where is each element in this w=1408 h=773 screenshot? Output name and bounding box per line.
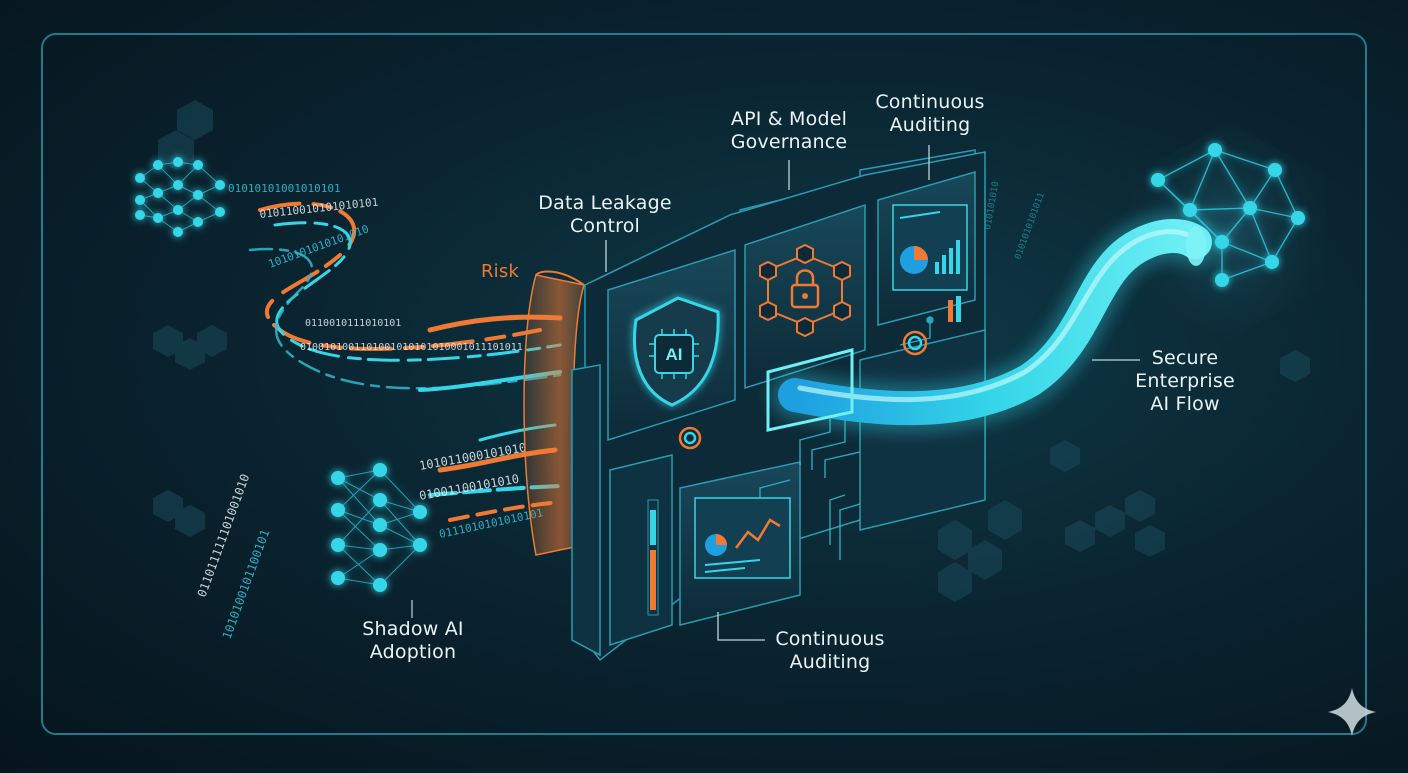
background-hexagons xyxy=(153,100,1310,602)
continuous-auditing-top-line2: Auditing xyxy=(889,114,971,136)
api-governance-label: API & Model Governance xyxy=(714,108,864,154)
level-bars xyxy=(647,296,961,616)
shadow-ai-label-line1: Shadow AI xyxy=(362,618,464,640)
shield-ai-icon: AI xyxy=(633,296,720,407)
continuous-auditing-bottom-label: Continuous Auditing xyxy=(758,628,902,674)
neural-network-icon xyxy=(331,463,427,592)
neural-network-icon xyxy=(135,157,225,237)
lock-network-icon xyxy=(759,243,851,338)
api-governance-label-line2: Governance xyxy=(730,131,848,153)
api-governance-label-line1: API & Model xyxy=(730,108,848,130)
continuous-auditing-top-label: Continuous Auditing xyxy=(858,91,1002,137)
svg-text:101011000101010: 101011000101010 xyxy=(418,440,527,473)
continuous-auditing-bottom-line1: Continuous xyxy=(775,628,885,650)
secure-flow-tube xyxy=(766,212,1219,433)
neural-network-icon xyxy=(1151,143,1305,287)
data-leakage-label: Data Leakage Control xyxy=(530,192,680,238)
sparkle-icon xyxy=(1328,688,1376,736)
gauge-icons xyxy=(678,330,928,450)
svg-text:1010101010101010: 1010101010101010 xyxy=(267,222,371,270)
secure-flow-label: Secure Enterprise AI Flow xyxy=(1130,347,1240,416)
svg-text:AI: AI xyxy=(666,345,683,364)
shadow-ai-label: Shadow AI Adoption xyxy=(350,618,476,664)
outer-frame xyxy=(41,33,1367,735)
svg-text:01010101001010101: 01010101001010101 xyxy=(228,182,341,195)
shadow-ai-label-line2: Adoption xyxy=(369,641,457,663)
continuous-auditing-top-line1: Continuous xyxy=(875,91,985,113)
data-leakage-label-line1: Data Leakage xyxy=(538,192,672,214)
risk-label: Risk xyxy=(480,261,520,282)
svg-text:0101010101011: 0101010101011 xyxy=(1013,191,1046,261)
svg-text:010101010: 010101010 xyxy=(983,181,1001,231)
svg-text:0110010111010101: 0110010111010101 xyxy=(305,318,401,329)
svg-text:01001100101010: 01001100101010 xyxy=(418,472,520,503)
pie-chart-icon xyxy=(892,204,968,291)
secure-flow-label-line2: Enterprise xyxy=(1135,370,1235,392)
svg-text:010110010101010101: 010110010101010101 xyxy=(259,196,379,221)
line-chart-icon xyxy=(694,497,791,579)
secure-flow-label-line3: AI Flow xyxy=(1150,393,1220,415)
data-ribbons xyxy=(248,201,563,392)
data-leakage-label-line2: Control xyxy=(569,215,641,237)
label-leaders xyxy=(605,145,1140,641)
continuous-auditing-bottom-line2: Auditing xyxy=(789,651,871,673)
svg-text:010010100110100101010101000101: 0100101001101001010101010001011101011 xyxy=(300,342,523,353)
secure-flow-label-line1: Secure xyxy=(1151,347,1219,369)
